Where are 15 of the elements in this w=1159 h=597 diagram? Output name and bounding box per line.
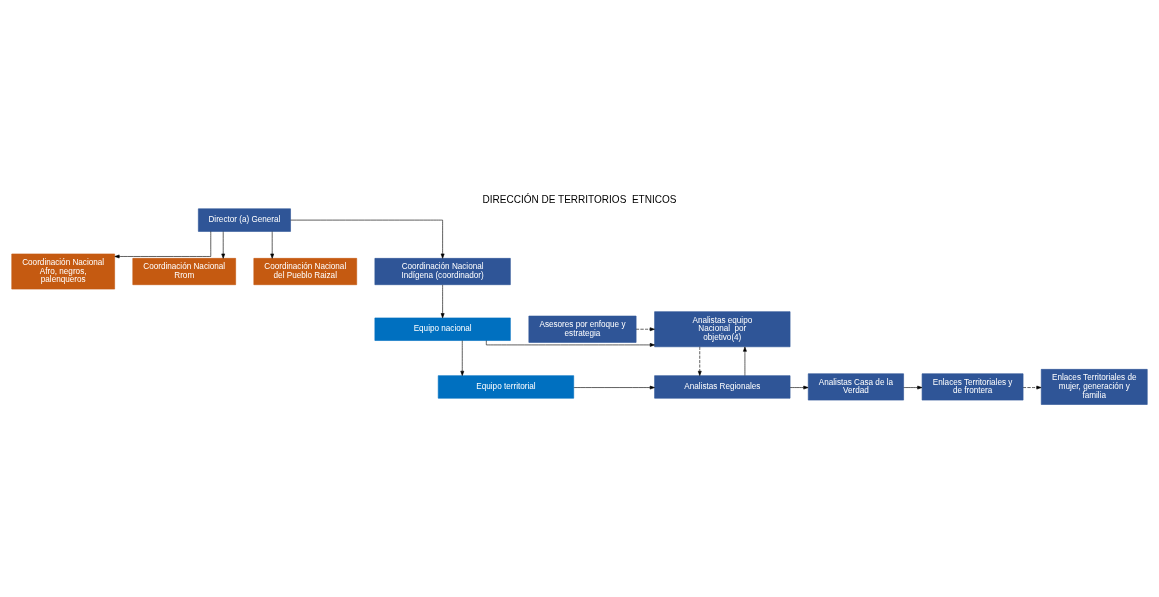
arrow [635, 327, 655, 332]
arrow [440, 284, 445, 319]
arrow [114, 231, 212, 259]
arrow [290, 219, 445, 259]
arrow [486, 340, 655, 347]
arrow [903, 385, 923, 390]
diagram-title: DIRECCIÓN DE TERRITORIOS ETNICOS [482, 194, 677, 206]
arrow [697, 346, 702, 376]
arrow [573, 385, 655, 390]
arrow [743, 346, 747, 376]
arrow [270, 231, 275, 259]
arrow [221, 231, 226, 259]
arrow [1022, 385, 1042, 390]
arrow [460, 340, 465, 376]
arrow [789, 385, 809, 390]
